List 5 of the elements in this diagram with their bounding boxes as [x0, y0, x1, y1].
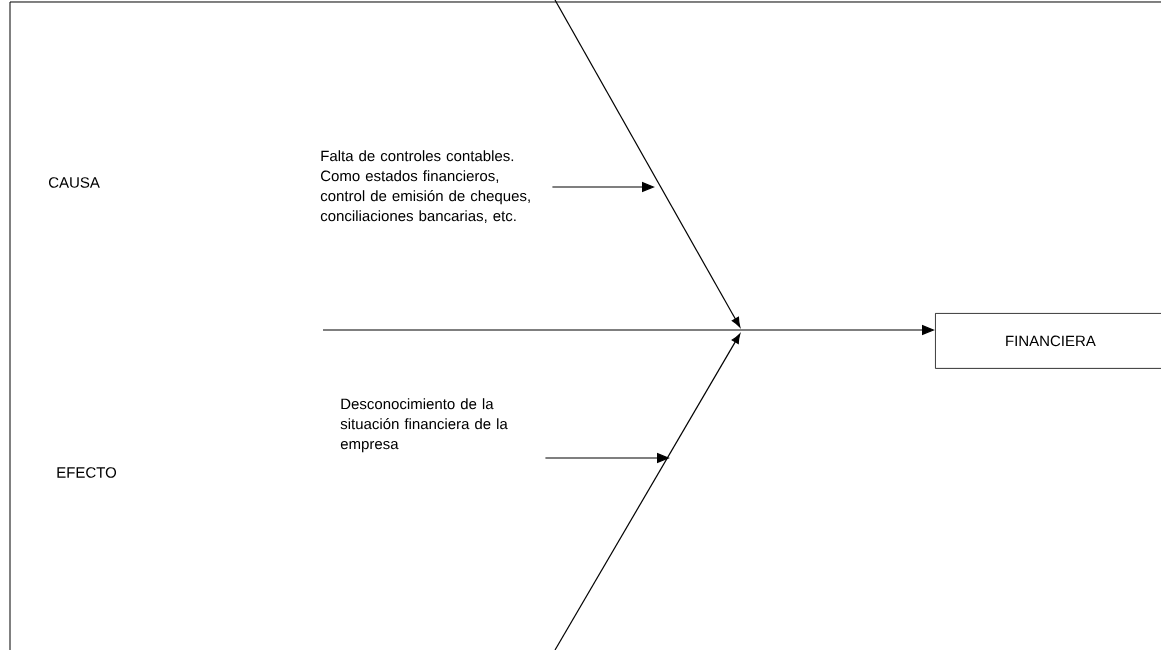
label-text: CAUSA — [49, 177, 100, 188]
cause-text: Falta de controles contables. Como estados financieros, control de emisión de cheques, conciliaciones bancarias, etc. — [320, 150, 530, 223]
process-box: FINANCIERA — [935, 313, 1161, 369]
cause-text: Desconocimiento de la situación financiera de la empresa — [340, 398, 508, 453]
label-text: EFECTO — [57, 467, 117, 478]
